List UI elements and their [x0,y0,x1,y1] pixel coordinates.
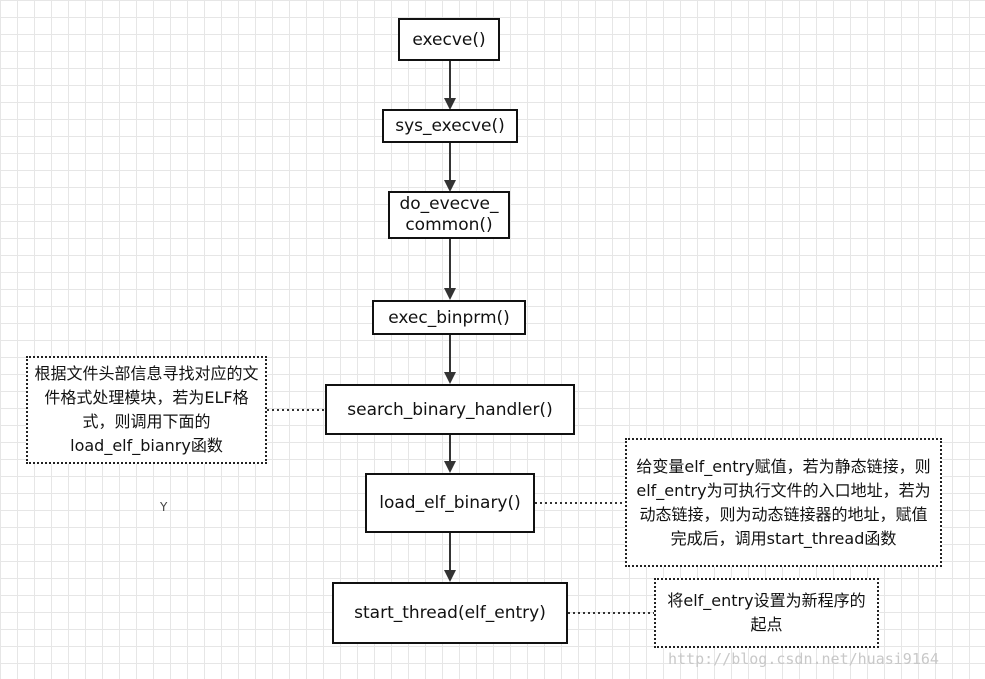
node-sys-execve: sys_execve() [382,109,518,143]
watermark-text: http://blog.csdn.net/huasi9164 [668,650,939,668]
node-load-elf-binary: load_elf_binary() [365,473,535,533]
node-start-thread: start_thread(elf_entry) [332,582,568,644]
note-start-thread: 将elf_entry设置为新程序的起点 [654,578,879,648]
note-load-elf-binary: 给变量elf_entry赋值，若为静态链接，则elf_entry为可执行文件的入… [625,438,942,567]
node-search-binary-handler: search_binary_handler() [325,384,575,435]
node-execve: execve() [398,18,500,61]
node-do-execve-common: do_evecve_ common() [388,191,510,239]
note-search-binary-handler: 根据文件头部信息寻找对应的文件格式处理模块，若为ELF格式，则调用下面的load… [26,356,267,464]
node-exec-binprm: exec_binprm() [372,300,526,335]
stray-mark: Y [160,500,168,514]
